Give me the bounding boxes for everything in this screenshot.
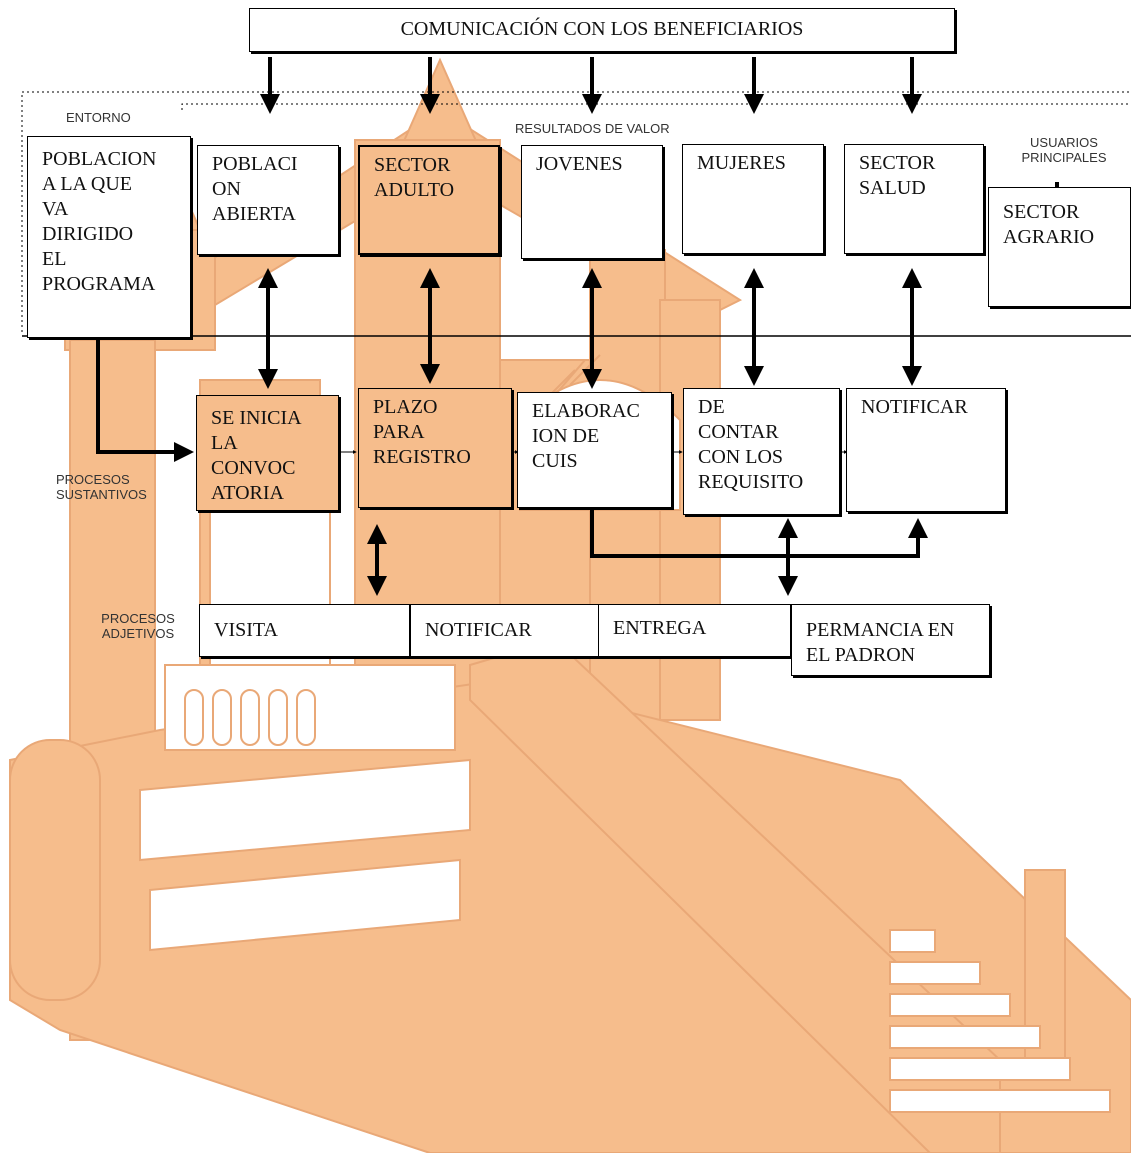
box-poblacion-objetivo: POBLACION A LA QUE VA DIRIGIDO EL PROGRA…: [27, 136, 191, 338]
label-procesos-sustantivos: PROCESOS SUSTANTIVOS: [56, 472, 147, 502]
box-elaboracion-cuis: ELABORAC ION DE CUIS: [517, 392, 672, 508]
box-permanencia-padron: PERMANCIA EN EL PADRON: [791, 604, 990, 676]
box-visita: VISITA: [199, 604, 410, 657]
box-sector-agrario: SECTOR AGRARIO: [988, 187, 1131, 307]
entorno-frame: [21, 91, 1131, 332]
box-mujeres: MUJERES: [682, 144, 824, 254]
box-plazo-registro: PLAZO PARA REGISTRO: [358, 388, 512, 508]
arrow-poblacion-convocatoria: [96, 340, 194, 462]
box-sector-salud: SECTOR SALUD: [844, 144, 984, 254]
box-contar-requisitos: DE CONTAR CON LOS REQUISITO: [683, 388, 840, 515]
box-sector-adulto: SECTOR ADULTO: [358, 145, 500, 255]
box-notificar-adjetivo: NOTIFICAR: [410, 604, 599, 657]
label-procesos-adjetivos: PROCESOS ADJETIVOS: [101, 611, 175, 641]
connector-cuis-notificar: [590, 510, 928, 558]
resultados-frame: [181, 103, 1131, 110]
header-box: COMUNICACIÓN CON LOS BENEFICIARIOS: [249, 8, 955, 52]
label-usuarios-principales: USUARIOS PRINCIPALES: [1021, 135, 1107, 165]
box-entrega: ENTREGA: [598, 604, 791, 657]
box-jovenes: JOVENES: [521, 145, 663, 259]
label-resultados-valor: RESULTADOS DE VALOR: [515, 121, 670, 136]
box-se-inicia-convocatoria: SE INICIA LA CONVOC ATORIA: [196, 395, 339, 511]
box-notificar-sustantivo: NOTIFICAR: [846, 388, 1006, 512]
label-entorno: ENTORNO: [66, 110, 131, 125]
box-poblacion-abierta: POBLACI ON ABIERTA: [197, 145, 339, 255]
left-pedestal: [9, 739, 101, 1001]
